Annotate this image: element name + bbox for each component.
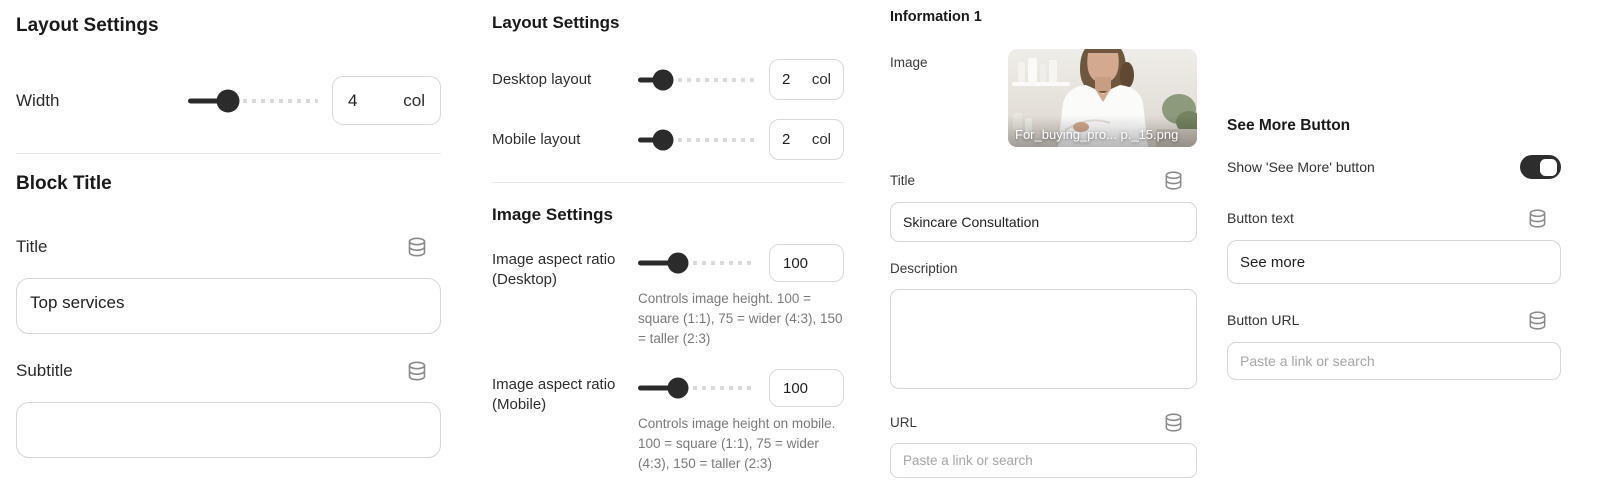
button-text-input[interactable] <box>1227 240 1561 284</box>
show-see-more-row: Show 'See More' button <box>1227 155 1561 179</box>
aspect-desktop-helper-text: Controls image height. 100 = square (1:1… <box>638 291 843 346</box>
slider-track-dots <box>692 386 755 390</box>
url-input[interactable] <box>890 443 1197 478</box>
mobile-layout-value-input[interactable]: 2 col <box>769 119 844 160</box>
aspect-mobile-value-input[interactable]: 100 <box>769 369 844 407</box>
image-label: Image <box>890 55 928 70</box>
toggle-knob <box>1540 158 1557 176</box>
aspect-mobile-slider[interactable] <box>638 369 759 407</box>
information-header: Information 1 <box>890 9 982 25</box>
aspect-desktop-value: 100 <box>783 254 809 272</box>
mobile-layout-row: Mobile layout 2 col <box>492 119 844 160</box>
subtitle-label: Subtitle <box>16 361 73 380</box>
database-icon[interactable] <box>1527 310 1548 331</box>
database-icon[interactable] <box>406 236 428 258</box>
information-section: Information 1 Image <box>890 8 1197 478</box>
block-title-header: Block Title <box>16 173 112 194</box>
aspect-mobile-slider-thumb[interactable] <box>667 377 689 399</box>
divider <box>492 182 844 183</box>
slider-fill <box>638 385 678 391</box>
button-text-label: Button text <box>1227 210 1294 226</box>
desktop-layout-row: Desktop layout 2 col <box>492 59 844 100</box>
width-slider-thumb[interactable] <box>216 89 240 112</box>
slider-track-dots <box>692 261 755 265</box>
aspect-desktop-slider[interactable] <box>638 244 759 282</box>
slider-fill <box>188 98 229 103</box>
image-settings-header: Image Settings <box>492 205 613 224</box>
mobile-layout-label: Mobile layout <box>492 131 581 148</box>
section-header: Layout Settings <box>492 13 620 32</box>
width-row: Width 4 col <box>16 76 441 125</box>
show-see-more-label: Show 'See More' button <box>1227 159 1375 175</box>
width-value: 4 <box>348 90 358 110</box>
url-label-row: URL <box>890 412 1197 432</box>
mobile-layout-value: 2 <box>782 131 791 148</box>
aspect-desktop-slider-thumb[interactable] <box>667 252 689 274</box>
mobile-layout-unit: col <box>811 131 831 148</box>
slider-track-dots <box>678 77 755 82</box>
see-more-header: See More Button <box>1227 117 1351 134</box>
info-title-label-row: Title <box>890 170 1197 190</box>
aspect-desktop-label: Image aspect ratio (Desktop) <box>492 251 616 288</box>
url-label: URL <box>890 414 918 430</box>
desktop-layout-value: 2 <box>782 71 791 88</box>
desktop-layout-value-input[interactable]: 2 col <box>769 59 844 100</box>
show-see-more-toggle[interactable] <box>1520 155 1561 179</box>
aspect-mobile-row: Image aspect ratio (Mobile) 100 <box>492 369 844 413</box>
aspect-mobile-value: 100 <box>783 379 809 397</box>
image-thumbnail[interactable]: For_buying_pro... p._15.png <box>1008 49 1197 147</box>
button-url-label: Button URL <box>1227 312 1300 328</box>
width-unit: col <box>403 90 425 110</box>
description-label: Description <box>890 260 958 276</box>
width-label: Width <box>16 90 60 110</box>
subtitle-label-row: Subtitle <box>16 360 441 382</box>
desktop-layout-slider-thumb[interactable] <box>652 69 674 90</box>
description-input[interactable] <box>890 289 1197 389</box>
block-title-input[interactable]: Top services <box>16 278 441 334</box>
consultation-photo <box>1008 49 1197 147</box>
slider-fill <box>638 137 664 142</box>
button-text-label-row: Button text <box>1227 208 1561 228</box>
width-value-input[interactable]: 4 col <box>332 76 441 125</box>
info-title-input[interactable] <box>890 202 1197 242</box>
title-label-row: Title <box>16 236 441 258</box>
database-icon[interactable] <box>406 360 428 382</box>
desktop-layout-unit: col <box>811 71 831 88</box>
slider-track-dots <box>678 137 755 142</box>
database-icon[interactable] <box>1163 170 1184 191</box>
button-url-input[interactable] <box>1227 342 1561 380</box>
image-filename: For_buying_pro... p._15.png <box>1015 127 1179 142</box>
database-icon[interactable] <box>1527 208 1548 229</box>
mobile-layout-slider-thumb[interactable] <box>652 129 674 150</box>
image-row: Image <box>890 49 1197 147</box>
divider <box>16 153 441 154</box>
desktop-layout-label: Desktop layout <box>492 71 592 88</box>
aspect-mobile-helper-text: Controls image height on mobile. 100 = s… <box>638 416 836 471</box>
section-header: Layout Settings <box>16 15 159 36</box>
slider-track-dots <box>243 98 318 103</box>
item-layout-section: Layout Settings Desktop layout 2 col Mob… <box>492 12 844 474</box>
title-label: Title <box>16 237 48 256</box>
slider-fill <box>638 77 664 82</box>
block-subtitle-input[interactable] <box>16 402 441 458</box>
aspect-desktop-row: Image aspect ratio (Desktop) 100 <box>492 244 844 288</box>
block-layout-section: Layout Settings Width 4 col Block Title … <box>16 14 441 458</box>
info-title-label: Title <box>890 172 916 188</box>
aspect-mobile-label: Image aspect ratio (Mobile) <box>492 376 616 413</box>
description-label-row: Description <box>890 258 1197 278</box>
database-icon[interactable] <box>1163 412 1184 433</box>
see-more-section: See More Button Show 'See More' button B… <box>1227 116 1561 380</box>
slider-fill <box>638 260 678 266</box>
aspect-desktop-value-input[interactable]: 100 <box>769 244 844 282</box>
button-url-label-row: Button URL <box>1227 310 1561 330</box>
